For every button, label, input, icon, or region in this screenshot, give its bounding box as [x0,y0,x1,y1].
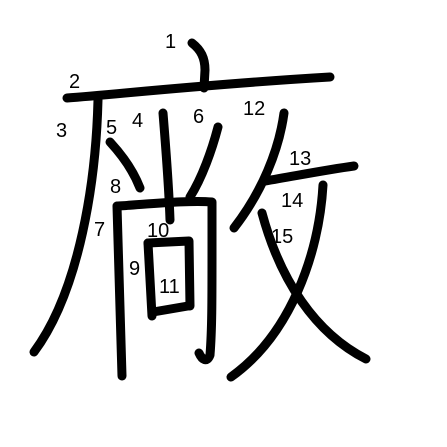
stroke-12 [229,108,289,233]
stroke-13 [260,161,359,186]
stroke-7 [112,201,127,381]
stroke-3 [29,95,103,357]
stroke-2 [62,72,335,103]
stroke-number-8: 8 [110,176,121,198]
stroke-9 [143,238,157,321]
stroke-number-9: 9 [129,258,140,280]
stroke-number-3: 3 [56,120,67,142]
stroke-number-11: 11 [159,276,180,298]
stroke-number-15: 15 [271,226,293,248]
stroke-number-14: 14 [281,190,303,212]
stroke-number-12: 12 [243,98,265,120]
stroke-number-4: 4 [132,110,143,132]
stroke-number-1: 1 [165,31,176,53]
stroke-5 [105,137,145,193]
stroke-number-10: 10 [147,220,169,242]
stroke-6 [185,122,223,202]
stroke-number-6: 6 [193,106,204,128]
stroke-4 [158,108,175,225]
stroke-15 [257,208,371,364]
stroke-1 [187,38,210,93]
stroke-8 [113,196,217,365]
stroke-11 [148,301,193,317]
stroke-number-5: 5 [106,117,117,139]
stroke-number-13: 13 [289,148,311,170]
stroke-number-2: 2 [69,71,80,93]
stroke-number-7: 7 [94,219,105,241]
stroke-10 [143,236,195,311]
